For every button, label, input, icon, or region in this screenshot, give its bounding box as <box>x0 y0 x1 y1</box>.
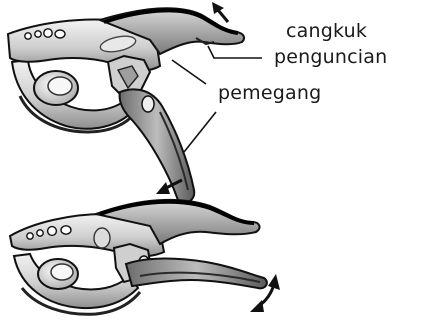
pipe-cutter-open <box>8 2 244 202</box>
leader-handle-lower <box>184 112 216 152</box>
opening-arrow-icon <box>212 2 228 22</box>
label-locking-hook-line2: penguncian <box>274 48 387 67</box>
label-handle: pemegang <box>218 84 321 103</box>
lower-handle <box>120 89 195 202</box>
leader-locking-hook <box>208 46 262 58</box>
pipe-cutter-closed <box>10 200 280 314</box>
leader-handle-upper <box>172 60 206 84</box>
label-locking-hook-line1: cangkuk <box>286 22 367 41</box>
